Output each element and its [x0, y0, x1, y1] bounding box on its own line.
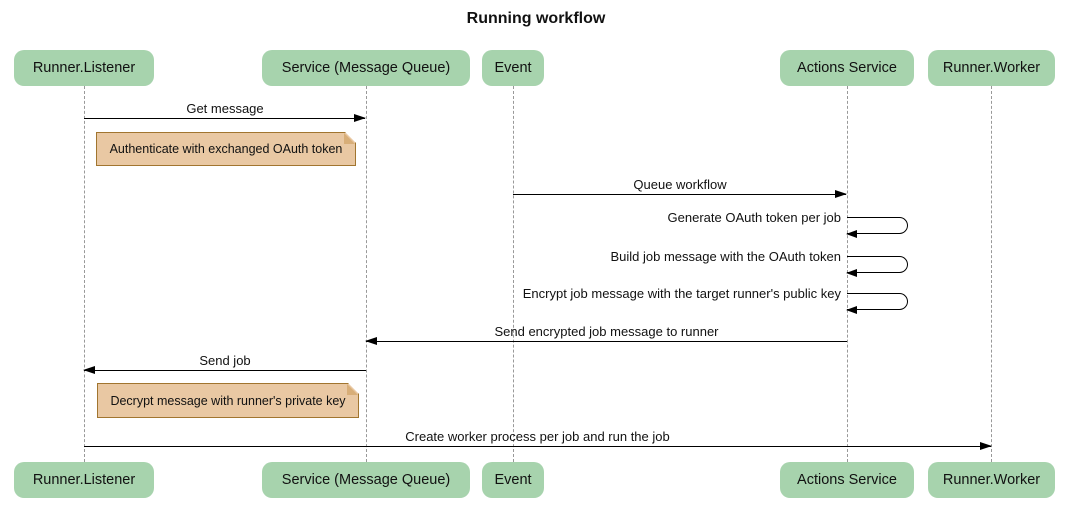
note-authenticate: Authenticate with exchanged OAuth token [96, 132, 356, 166]
participant-service-message-queue-bottom: Service (Message Queue) [262, 462, 470, 498]
participant-runner-worker-top: Runner.Worker [928, 50, 1055, 86]
arrowhead-left-icon [365, 337, 377, 345]
arrowhead-left-icon [846, 230, 857, 238]
arrowhead-left-icon [846, 306, 857, 314]
arrowhead-right-icon [980, 442, 992, 450]
note-text: Decrypt message with runner's private ke… [110, 393, 346, 408]
self-loop-arrow [846, 293, 908, 314]
arrowhead-left-icon [83, 366, 95, 374]
arrowhead-left-icon [846, 269, 857, 277]
message-arrow-get-message [84, 114, 366, 122]
diagram-title: Running workflow [466, 10, 606, 27]
message-label-create-worker: Create worker process per job and run th… [405, 429, 670, 444]
participant-actions-service-top: Actions Service [780, 50, 914, 86]
message-label-send-job: Send job [199, 353, 251, 368]
participant-event-bottom: Event [482, 462, 544, 498]
message-label-encrypt-job-message: Encrypt job message with the target runn… [522, 286, 841, 301]
note-fold-icon [347, 384, 358, 395]
arrowhead-right-icon [835, 190, 847, 198]
message-label-queue-workflow: Queue workflow [633, 177, 727, 192]
lifeline-service-message-queue [365, 86, 367, 462]
message-label-build-job-message: Build job message with the OAuth token [610, 249, 841, 264]
note-decrypt: Decrypt message with runner's private ke… [97, 383, 359, 418]
participant-event-top: Event [482, 50, 544, 86]
participant-service-message-queue-top: Service (Message Queue) [262, 50, 470, 86]
message-arrow-queue-workflow [513, 190, 847, 198]
message-label-get-message: Get message [186, 101, 264, 116]
self-loop-arrow [846, 256, 908, 277]
participant-runner-listener-bottom: Runner.Listener [14, 462, 154, 498]
message-label-send-encrypted-job: Send encrypted job message to runner [494, 324, 719, 339]
message-arrow-send-encrypted-job [365, 337, 847, 345]
lifeline-runner-worker [990, 86, 992, 462]
note-text: Authenticate with exchanged OAuth token [109, 142, 343, 156]
participant-runner-listener-top: Runner.Listener [14, 50, 154, 86]
message-label-generate-oauth-token: Generate OAuth token per job [667, 210, 841, 225]
lifeline-event [512, 86, 514, 462]
self-loop-arrow [846, 217, 908, 238]
lifeline-runner-listener [83, 86, 85, 462]
message-arrow-create-worker [84, 442, 992, 450]
message-arrow-send-job [83, 366, 366, 374]
participant-runner-worker-bottom: Runner.Worker [928, 462, 1055, 498]
arrowhead-right-icon [354, 114, 366, 122]
note-fold-icon [344, 133, 355, 144]
participant-actions-service-bottom: Actions Service [780, 462, 914, 498]
